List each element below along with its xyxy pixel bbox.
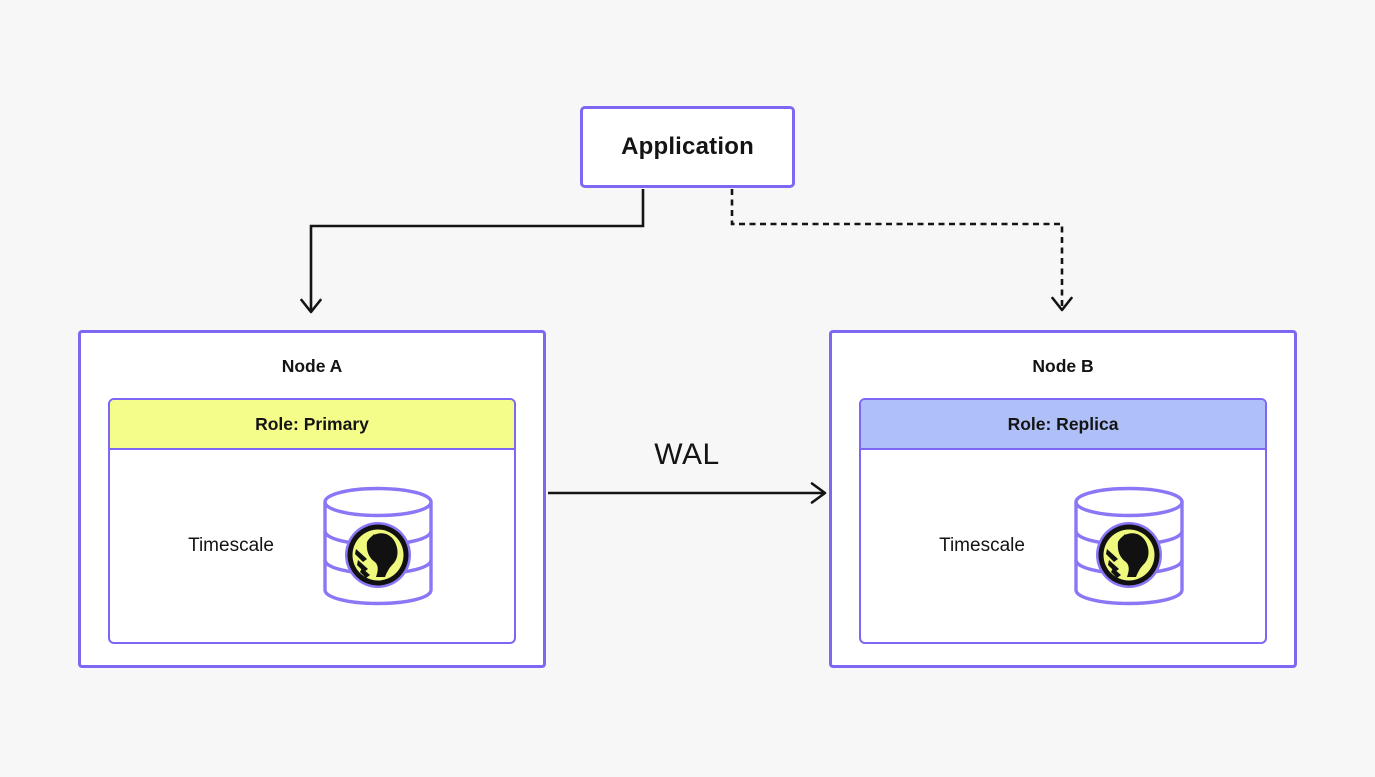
database-cylinder-icon bbox=[1074, 486, 1184, 605]
node-a-title: Node A bbox=[281, 356, 343, 376]
node-a-box: Node A Role: Primary Timescale bbox=[78, 330, 546, 668]
timescale-tiger-logo bbox=[1095, 521, 1162, 588]
node-a-role-banner: Role: Primary bbox=[110, 400, 514, 450]
node-b-db-label: Timescale bbox=[939, 534, 1025, 556]
node-a-role-label: Role: Primary bbox=[255, 413, 369, 434]
database-cylinder-icon bbox=[323, 486, 433, 605]
node-b-card-body: Timescale bbox=[861, 450, 1265, 641]
wal-label: WAL bbox=[654, 438, 720, 471]
edge-app-to-node-b bbox=[730, 189, 1073, 312]
arrowhead-down-node-b bbox=[1051, 296, 1073, 312]
arrowhead-right-wal bbox=[810, 482, 827, 504]
node-a-card-body: Timescale bbox=[110, 450, 514, 641]
edge-app-to-node-a bbox=[300, 189, 645, 314]
application-label: Application bbox=[621, 133, 754, 160]
edge-wal bbox=[548, 482, 827, 504]
node-a-database-card: Role: Primary Timescale bbox=[108, 398, 516, 644]
node-a-db-label: Timescale bbox=[188, 534, 274, 556]
node-b-role-label: Role: Replica bbox=[1007, 413, 1119, 434]
arrowhead-down-node-a bbox=[300, 298, 322, 314]
node-b-database-card: Role: Replica Timescale bbox=[859, 398, 1267, 644]
node-b-title: Node B bbox=[1032, 356, 1094, 376]
node-b-role-banner: Role: Replica bbox=[861, 400, 1265, 450]
application-box: Application bbox=[580, 106, 795, 188]
node-b-box: Node B Role: Replica Timescale bbox=[829, 330, 1297, 668]
timescale-tiger-logo bbox=[344, 521, 411, 588]
